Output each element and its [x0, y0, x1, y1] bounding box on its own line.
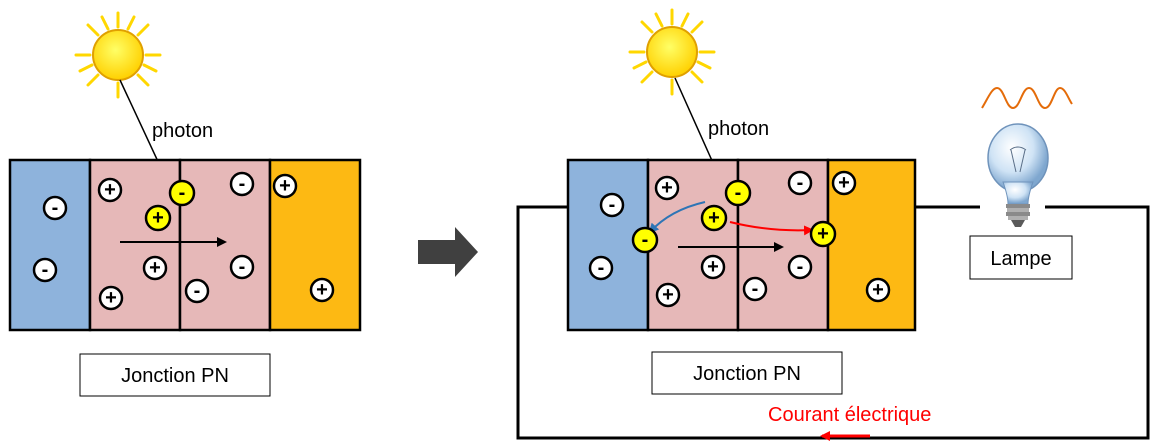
svg-text:-: - [598, 257, 605, 279]
negative-charge: - [184, 278, 210, 304]
svg-text:-: - [194, 280, 201, 302]
photon-label: photon [152, 120, 213, 142]
circuit-wire [516, 205, 1150, 440]
positive-charge: + [700, 254, 726, 280]
photon-label: photon [708, 118, 769, 140]
svg-text:+: + [872, 279, 884, 301]
positive-charge: + [831, 170, 857, 196]
p-region [268, 158, 362, 332]
svg-text:+: + [817, 223, 829, 245]
svg-text:-: - [735, 182, 742, 204]
svg-text:-: - [642, 229, 649, 251]
svg-text:-: - [797, 256, 804, 278]
depletion-region-right [736, 158, 830, 332]
negative-charge: - [42, 195, 68, 221]
svg-text:-: - [609, 194, 616, 216]
svg-text:-: - [179, 182, 186, 204]
svg-text:-: - [52, 197, 59, 219]
positive-charge: + [142, 255, 168, 281]
sun-icon [628, 8, 716, 96]
negative-charge: - [742, 276, 768, 302]
svg-text:+: + [279, 175, 291, 197]
negative-charge: - [32, 257, 58, 283]
heat-wave [981, 86, 1073, 110]
negative-charge: - [229, 171, 255, 197]
right-panel: Courant électrique photon [516, 8, 1150, 441]
lamp-label-box [969, 235, 1073, 280]
svg-text:+: + [661, 177, 673, 199]
right-arrow-icon [418, 227, 478, 277]
negative-charge-highlighted: - [724, 179, 752, 207]
svg-text:+: + [838, 172, 850, 194]
current-label: Courant électrique [768, 404, 931, 426]
positive-charge: + [97, 177, 123, 203]
negative-charge: - [787, 254, 813, 280]
left-panel: photon - - + - + - + + - + - + Jonction … [8, 11, 362, 397]
junction-label: Jonction PN [121, 365, 229, 387]
positive-charge: + [272, 173, 298, 199]
svg-text:+: + [105, 287, 117, 309]
positive-charge-highlighted: + [144, 204, 172, 232]
electron-path [648, 201, 706, 234]
svg-text:-: - [752, 278, 759, 300]
svg-text:-: - [42, 259, 49, 281]
sun-icon [74, 11, 162, 99]
positive-charge: + [98, 285, 124, 311]
svg-text:-: - [239, 256, 246, 278]
positive-charge-highlighted: + [700, 204, 728, 232]
positive-charge: + [865, 277, 891, 303]
positive-charge-highlighted: + [809, 220, 837, 248]
lamp-label: Lampe [990, 248, 1051, 270]
svg-text:+: + [708, 207, 720, 229]
positive-charge: + [654, 175, 680, 201]
negative-charge: - [588, 255, 614, 281]
negative-charge: - [599, 192, 625, 218]
junction-label: Jonction PN [693, 363, 801, 385]
svg-text:+: + [152, 207, 164, 229]
svg-text:+: + [316, 279, 328, 301]
junction-label-box [651, 351, 843, 395]
svg-text:+: + [104, 179, 116, 201]
depletion-region-right [178, 158, 272, 332]
svg-text:+: + [662, 284, 674, 306]
svg-text:-: - [797, 172, 804, 194]
charges-left: - - + - + - + + - + - + [32, 171, 335, 311]
negative-charge-highlighted: - [631, 226, 659, 254]
svg-text:+: + [149, 257, 161, 279]
junction-label-box [79, 353, 271, 397]
n-region [8, 158, 92, 332]
light-bulb-icon [987, 123, 1049, 227]
positive-charge: + [309, 277, 335, 303]
negative-charge: - [787, 170, 813, 196]
negative-charge: - [229, 254, 255, 280]
charges-right: - - - + - + - + + + - + - + [588, 170, 891, 308]
hole-path [729, 221, 814, 236]
negative-charge-highlighted: - [168, 179, 196, 207]
svg-text:+: + [707, 256, 719, 278]
positive-charge: + [655, 282, 681, 308]
svg-text:-: - [239, 173, 246, 195]
